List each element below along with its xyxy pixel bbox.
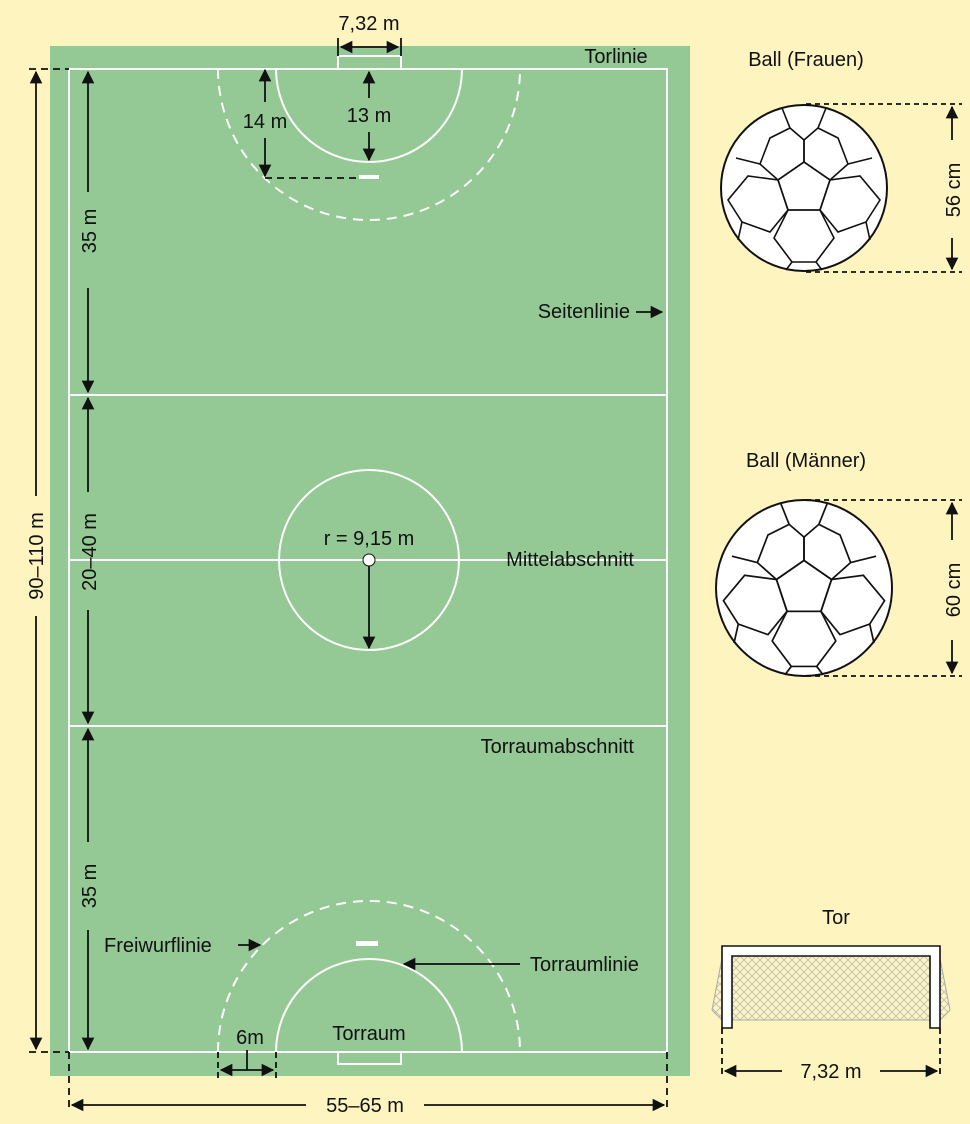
middle-section-label: Mittelabschnitt <box>506 549 634 571</box>
free-throw-line-top <box>217 68 521 221</box>
section-middle-label: 20–40 m <box>79 513 101 591</box>
free-throw-radius-label: 14 m <box>243 111 287 133</box>
goal-area-section-label: Torraumabschnitt <box>481 736 635 758</box>
free-throw-line-bottom <box>217 900 521 1053</box>
free-throw-line-label: Freiwurflinie <box>104 935 212 957</box>
gap-label: 6m <box>236 1027 264 1049</box>
ball-men-title: Ball (Männer) <box>746 450 866 472</box>
goal-icon <box>711 945 951 1029</box>
goal-width-top-label: 7,32 m <box>338 13 399 35</box>
ball-women-size-label: 56 cm <box>943 163 965 217</box>
ball-men-size-label: 60 cm <box>943 563 965 617</box>
goal-line-label: Torlinie <box>584 46 647 68</box>
goal-top <box>337 55 402 70</box>
field-width-label: 55–65 m <box>326 1095 404 1117</box>
ball-women-title: Ball (Frauen) <box>748 49 864 71</box>
section-top-label: 35 m <box>79 209 101 253</box>
ball-women-icon <box>720 104 888 272</box>
penalty-mark-bottom <box>356 941 378 946</box>
goal-area-label: Torraum <box>332 1023 405 1045</box>
side-line-label: Seitenlinie <box>538 301 630 323</box>
center-circle <box>278 469 460 651</box>
penalty-mark-top <box>359 175 379 179</box>
center-spot <box>362 553 376 567</box>
ball-men-icon <box>715 499 893 677</box>
goal-title: Tor <box>822 907 850 929</box>
goal-area-line-bottom <box>275 958 463 1053</box>
dimension-lines <box>29 38 668 1112</box>
goal-area-line-label: Torraumlinie <box>530 954 639 976</box>
pitch <box>50 46 690 1076</box>
section-bottom-label: 35 m <box>79 864 101 908</box>
goal-bottom <box>337 1051 402 1065</box>
goal-width-dimension <box>721 1028 941 1078</box>
ball-men-dimension <box>806 499 962 677</box>
goal-width-label: 7,32 m <box>800 1061 861 1083</box>
field-length-label: 90–110 m <box>26 512 48 599</box>
goal-area-line-top <box>275 68 463 163</box>
ball-women-dimension <box>806 103 962 273</box>
goal-area-radius-label: 13 m <box>347 105 391 127</box>
center-radius-label: r = 9,15 m <box>324 528 415 550</box>
